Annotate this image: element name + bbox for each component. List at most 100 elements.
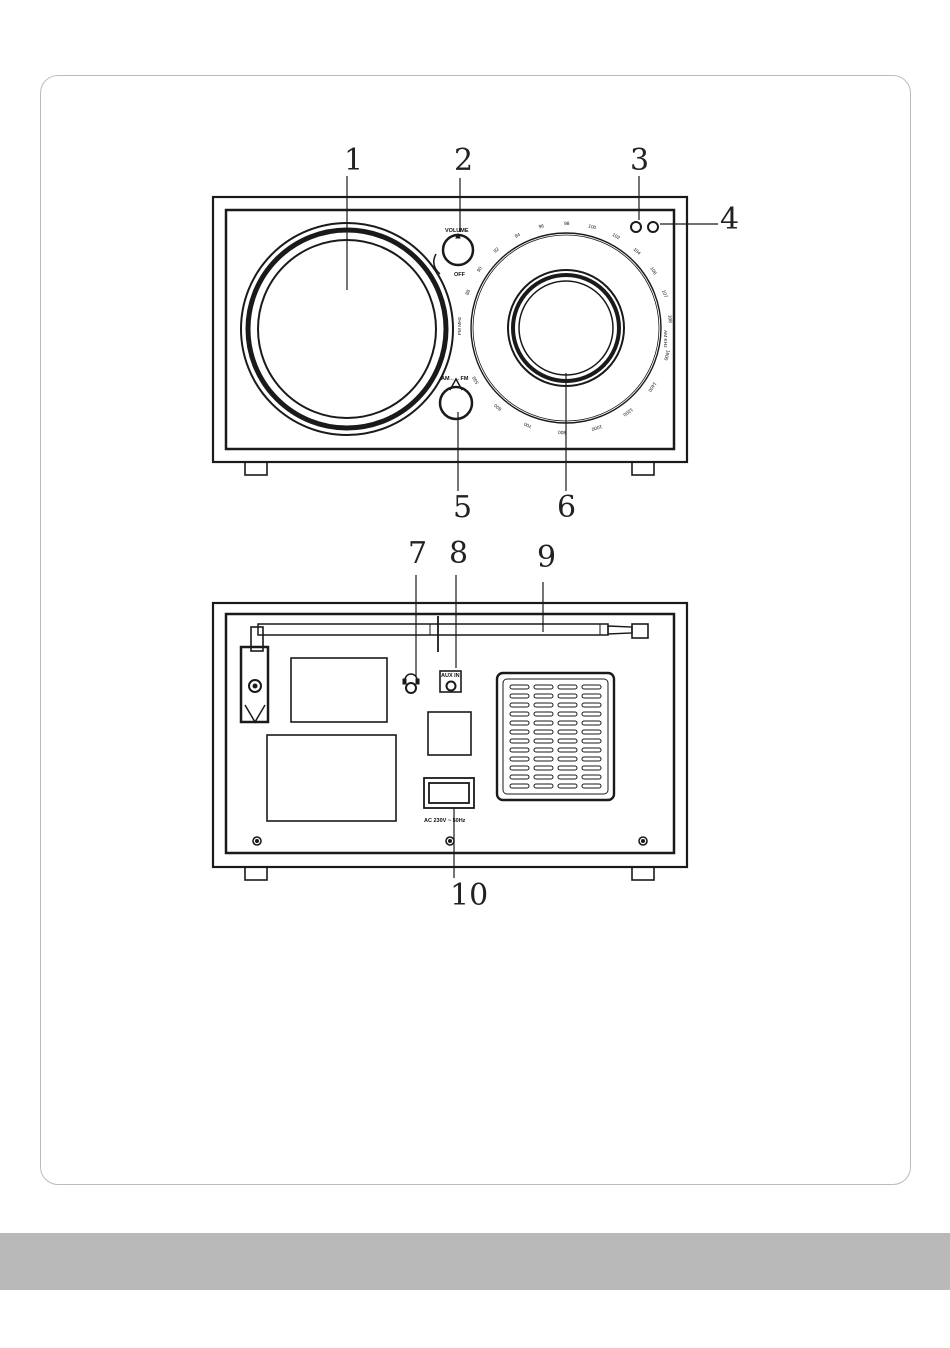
telescopic-antenna[interactable] — [258, 616, 648, 652]
vent-slot — [558, 712, 577, 716]
vent-slot — [510, 712, 529, 716]
volume-label: VOLUME — [445, 228, 469, 234]
vent-slot — [558, 766, 577, 770]
back-view — [213, 575, 687, 880]
vent-slot — [558, 757, 577, 761]
back-foot-right — [632, 867, 654, 880]
vent-slot — [558, 739, 577, 743]
callout-9: 9 — [537, 540, 556, 575]
indicator-led-left — [631, 222, 641, 232]
am-scale-tick-label: 1400 — [646, 380, 657, 392]
rating-label-plate — [291, 658, 387, 722]
vent-slot — [582, 712, 601, 716]
fm-scale-tick-label: 90 — [476, 266, 484, 274]
vent-slot — [534, 739, 553, 743]
am-scale-tick-label: 1600 — [662, 349, 671, 361]
vent-slot — [582, 784, 601, 788]
vent-slot — [534, 694, 553, 698]
vent-slot — [534, 757, 553, 761]
vent-slot — [582, 703, 601, 707]
callout-4: 4 — [720, 202, 739, 237]
vent-slot — [582, 721, 601, 725]
fm-scale-tick-label: 96 — [538, 223, 545, 230]
vent-slot — [534, 685, 553, 689]
vent-slot — [510, 739, 529, 743]
vent-slot — [534, 766, 553, 770]
aux-in-label: AUX IN — [441, 673, 460, 679]
front-view — [213, 176, 718, 491]
vent-slot — [534, 703, 553, 707]
am-scale-tick-label: 600 — [493, 402, 503, 412]
am-scale-tick-label: 530 — [471, 375, 480, 385]
cabinet-screws — [253, 837, 647, 845]
vent-slot — [558, 730, 577, 734]
vent-slot — [534, 748, 553, 752]
vent-slot — [510, 694, 529, 698]
vent-slot — [558, 784, 577, 788]
info-label-plate — [267, 735, 396, 821]
vent-slots — [510, 685, 601, 788]
vent-slot — [510, 685, 529, 689]
am-scale-tick-label: 800 — [558, 429, 567, 435]
switch-plate — [428, 712, 471, 755]
power-rating-label: AC 230V ~ 50Hz — [424, 818, 466, 824]
headphone-jack[interactable] — [403, 674, 419, 693]
antenna-mount — [241, 627, 268, 722]
vent-slot — [534, 712, 553, 716]
vent-slot — [582, 757, 601, 761]
callout-2: 2 — [454, 143, 473, 178]
back-foot-left — [245, 867, 267, 880]
callout-1: 1 — [344, 143, 363, 178]
callout-10: 10 — [450, 878, 488, 913]
callout-6: 6 — [557, 490, 576, 525]
vent-slot — [582, 748, 601, 752]
volume-knob[interactable] — [434, 234, 473, 274]
callout-3: 3 — [630, 143, 649, 178]
band-selector-knob[interactable] — [440, 379, 472, 419]
back-leader-lines — [416, 575, 543, 878]
vent-slot — [582, 694, 601, 698]
vent-slot — [582, 739, 601, 743]
vent-slot — [510, 775, 529, 779]
vent-slot — [534, 730, 553, 734]
vent-grille — [497, 673, 614, 800]
vent-slot — [510, 721, 529, 725]
vent-slot — [510, 784, 529, 788]
vent-slot — [558, 703, 577, 707]
fm-scale-tick-label: 100 — [588, 223, 598, 231]
am-scale-tick-label: 1200 — [621, 406, 633, 417]
vent-slot — [510, 703, 529, 707]
fm-scale-tick-label: 92 — [493, 246, 501, 254]
front-foot-left — [245, 462, 267, 475]
power-socket[interactable] — [424, 778, 474, 808]
callout-7: 7 — [408, 536, 427, 571]
vent-slot — [582, 775, 601, 779]
fm-scale-tick-label: 107 — [660, 289, 668, 299]
vent-slot — [582, 685, 601, 689]
fm-scale-tick-label: 94 — [514, 232, 522, 240]
vent-slot — [510, 757, 529, 761]
fm-scale-tick-label: 106 — [648, 266, 658, 276]
off-label: OFF — [454, 272, 466, 278]
vent-slot — [534, 721, 553, 725]
vent-slot — [558, 775, 577, 779]
vent-slot — [534, 784, 553, 788]
vent-slot — [558, 694, 577, 698]
vent-slot — [582, 766, 601, 770]
fm-scale-tick-label: 88 — [465, 289, 473, 296]
am-scale-tick-label: 1000 — [590, 423, 602, 432]
vent-slot — [510, 730, 529, 734]
fm-band-label: FM MHz — [457, 316, 463, 335]
callout-8: 8 — [449, 536, 468, 571]
band-label: AM←→FM — [441, 376, 469, 382]
am-band-label: AM KHz — [662, 330, 668, 348]
vent-slot — [558, 721, 577, 725]
fm-scale-tick-label: 108 — [666, 315, 673, 324]
front-foot-right — [632, 462, 654, 475]
vent-slot — [582, 730, 601, 734]
vent-slot — [510, 766, 529, 770]
vent-slot — [534, 775, 553, 779]
